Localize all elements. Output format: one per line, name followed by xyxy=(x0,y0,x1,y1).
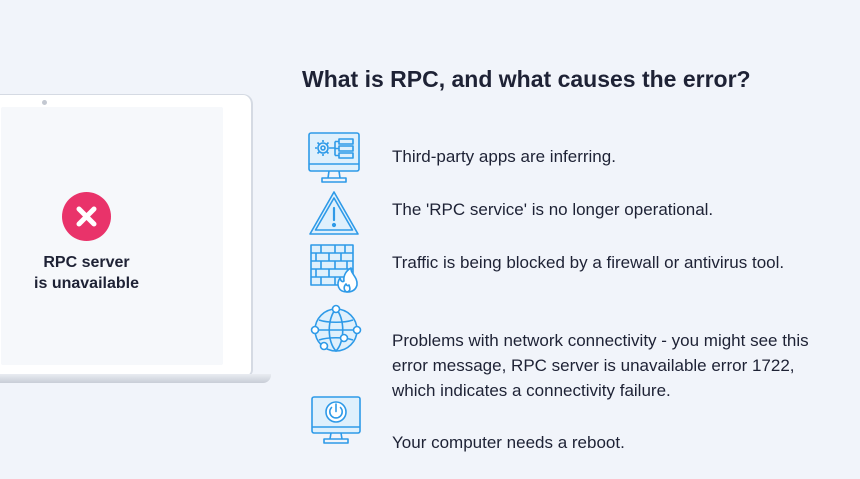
error-title: RPC server xyxy=(43,254,130,271)
power-monitor-icon xyxy=(310,395,364,449)
laptop-screen xyxy=(1,107,223,365)
network-globe-icon xyxy=(310,304,364,358)
laptop-camera xyxy=(42,100,47,105)
cause-text-1: Third-party apps are inferring. xyxy=(392,147,616,166)
firewall-icon xyxy=(307,242,361,296)
laptop-illustration xyxy=(0,94,253,376)
cause-text-3: Traffic is being blocked by a firewall o… xyxy=(392,253,785,272)
error-subtitle: is unavailable xyxy=(34,275,139,292)
warning-triangle-icon xyxy=(307,188,361,242)
error-message: RPC server is unavailable xyxy=(20,252,153,294)
laptop-base xyxy=(0,374,271,383)
cause-text-5: Your computer needs a reboot. xyxy=(392,433,625,452)
error-x-icon xyxy=(62,192,111,241)
cause-text-4: Problems with network connectivity - you… xyxy=(392,331,809,400)
cause-text-2: The 'RPC service' is no longer operation… xyxy=(392,200,714,219)
monitor-settings-icon xyxy=(307,131,361,185)
page-title: What is RPC, and what causes the error? xyxy=(302,66,751,92)
